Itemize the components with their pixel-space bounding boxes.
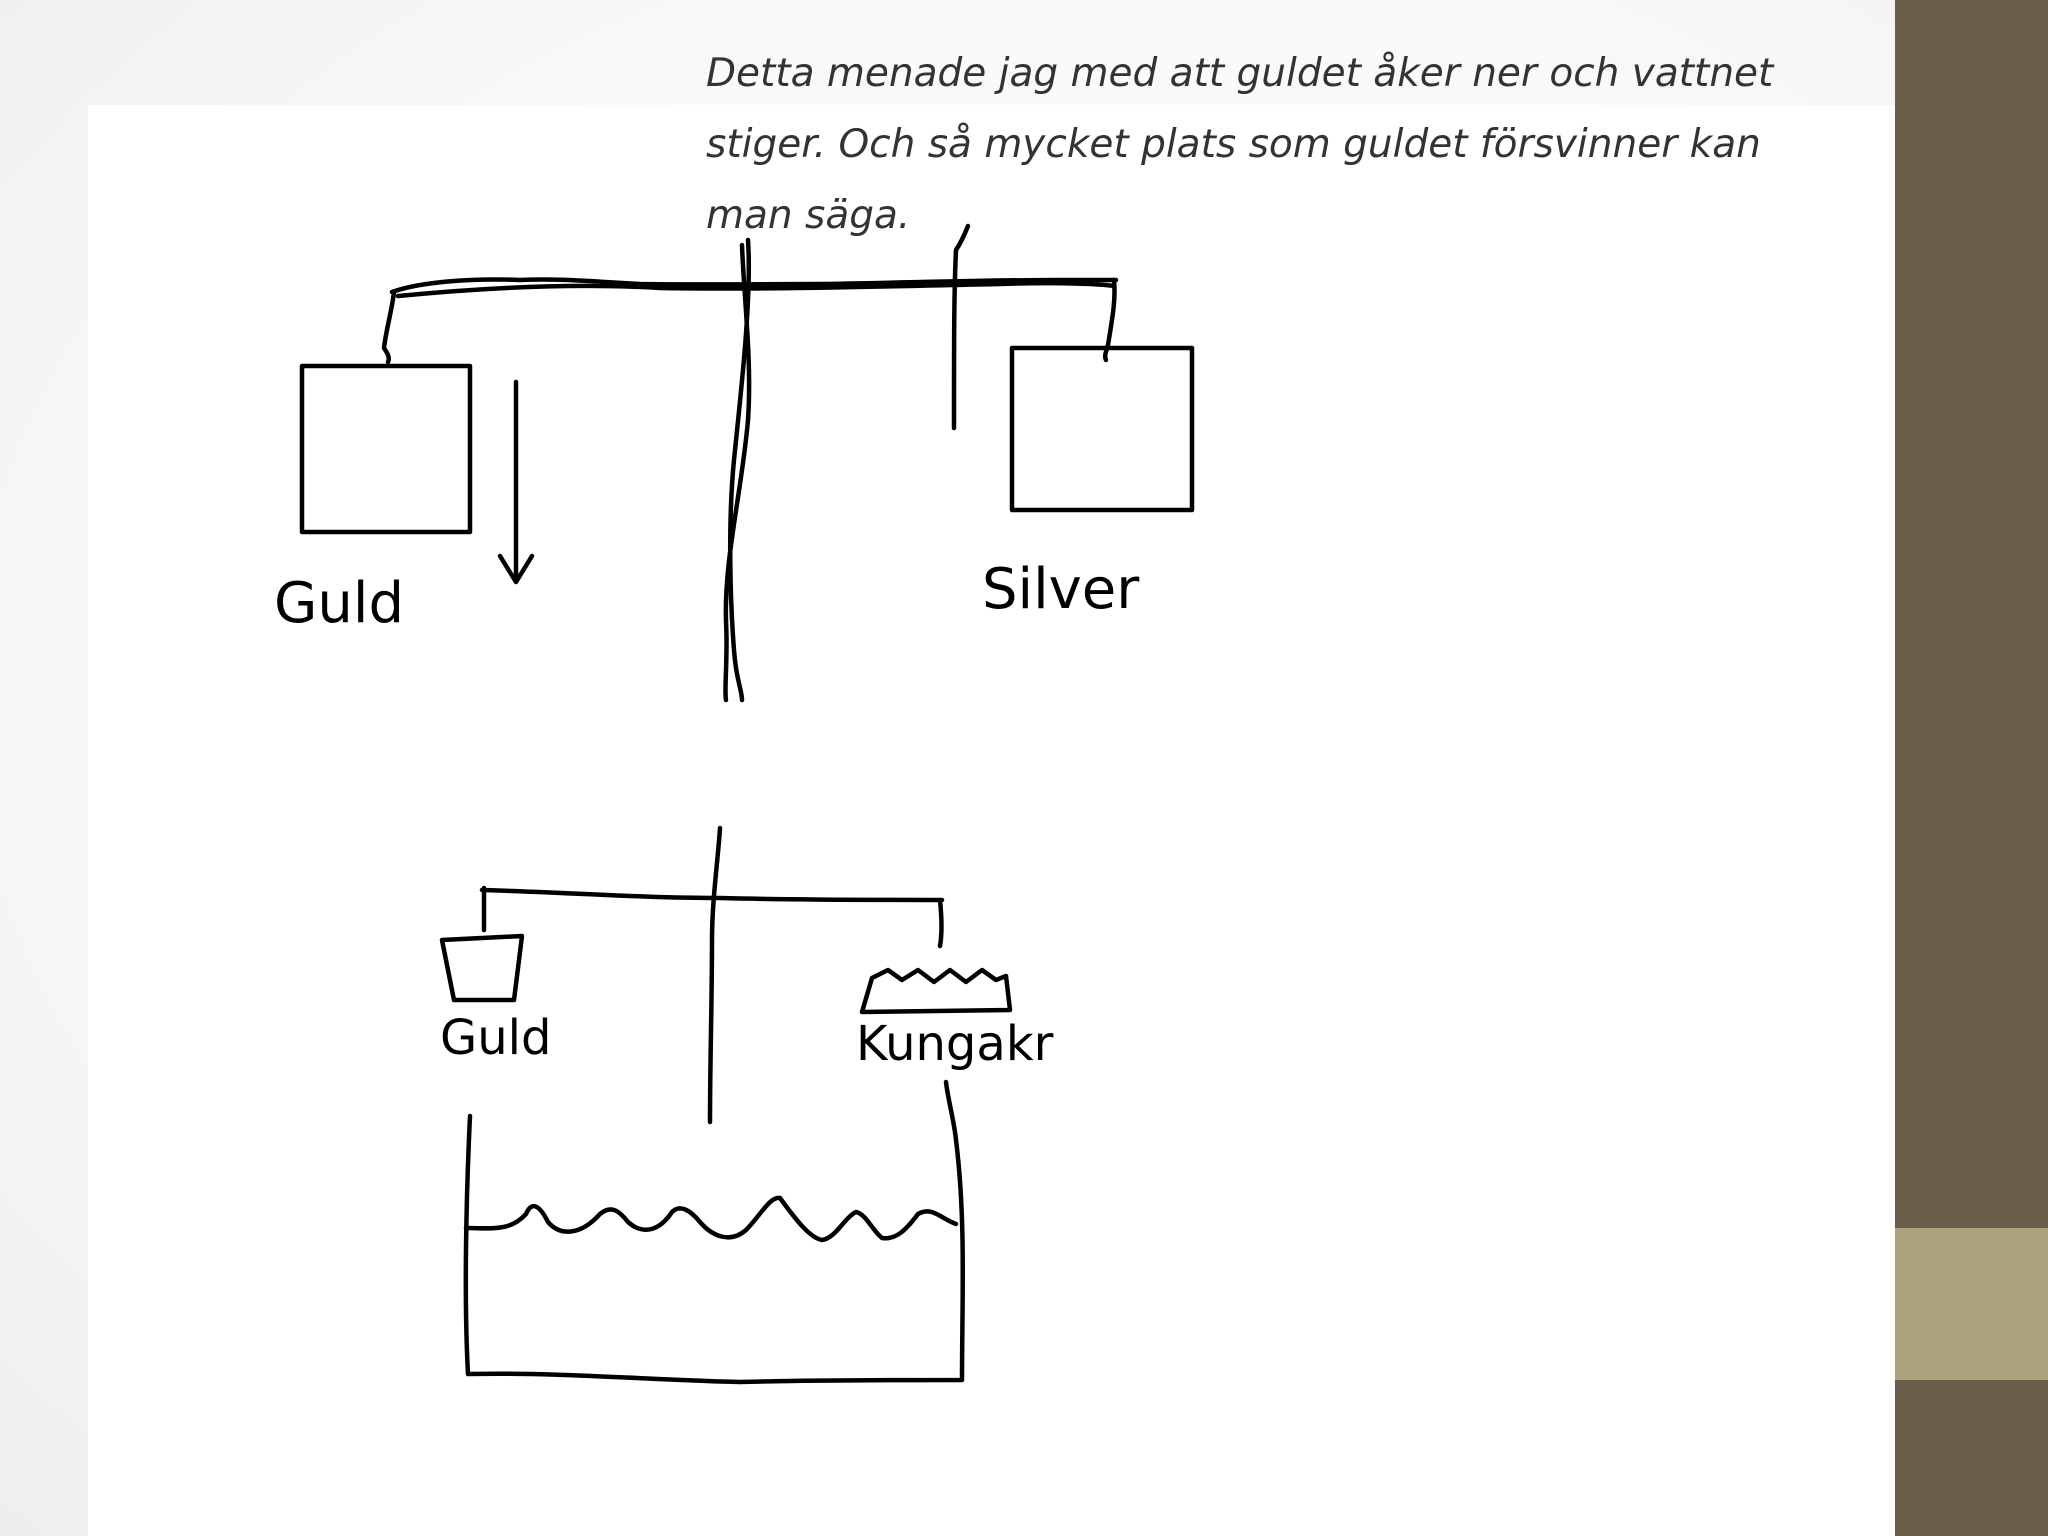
top-beam-pointer — [951, 223, 971, 431]
top-balance-pole-second-line — [727, 237, 752, 703]
top-left-hanger — [381, 289, 397, 365]
bottom-balance-beam — [479, 887, 945, 903]
bottom-crown-label: Kungakr — [856, 1016, 1054, 1072]
top-balance-beam-second-line — [395, 280, 1117, 299]
bottom-gold-weight — [439, 933, 525, 1003]
top-gold-weight — [299, 363, 473, 535]
top-silver-label: Silver — [982, 557, 1140, 622]
water-tank — [463, 1079, 966, 1385]
sidebar-accent-block — [1895, 1228, 2048, 1380]
top-silver-weight — [1009, 345, 1195, 513]
slide-caption: Detta menade jag med att guldet åker ner… — [706, 51, 1774, 238]
top-gold-label: Guld — [274, 571, 404, 636]
top-balance-diagram: Guld Silver — [274, 223, 1195, 703]
bottom-balance-pole — [707, 825, 723, 1125]
bottom-balance-diagram: Guld Kungakr — [439, 825, 1054, 1385]
down-arrow-icon — [497, 379, 535, 585]
top-balance-beam — [389, 277, 1119, 295]
bottom-crown-weight — [859, 967, 1013, 1015]
drawing-canvas — [88, 105, 1895, 1536]
top-right-hanger — [1102, 277, 1117, 363]
water-surface — [463, 1195, 959, 1243]
bottom-right-hanger — [937, 897, 944, 949]
bottom-gold-label: Guld — [440, 1010, 551, 1066]
